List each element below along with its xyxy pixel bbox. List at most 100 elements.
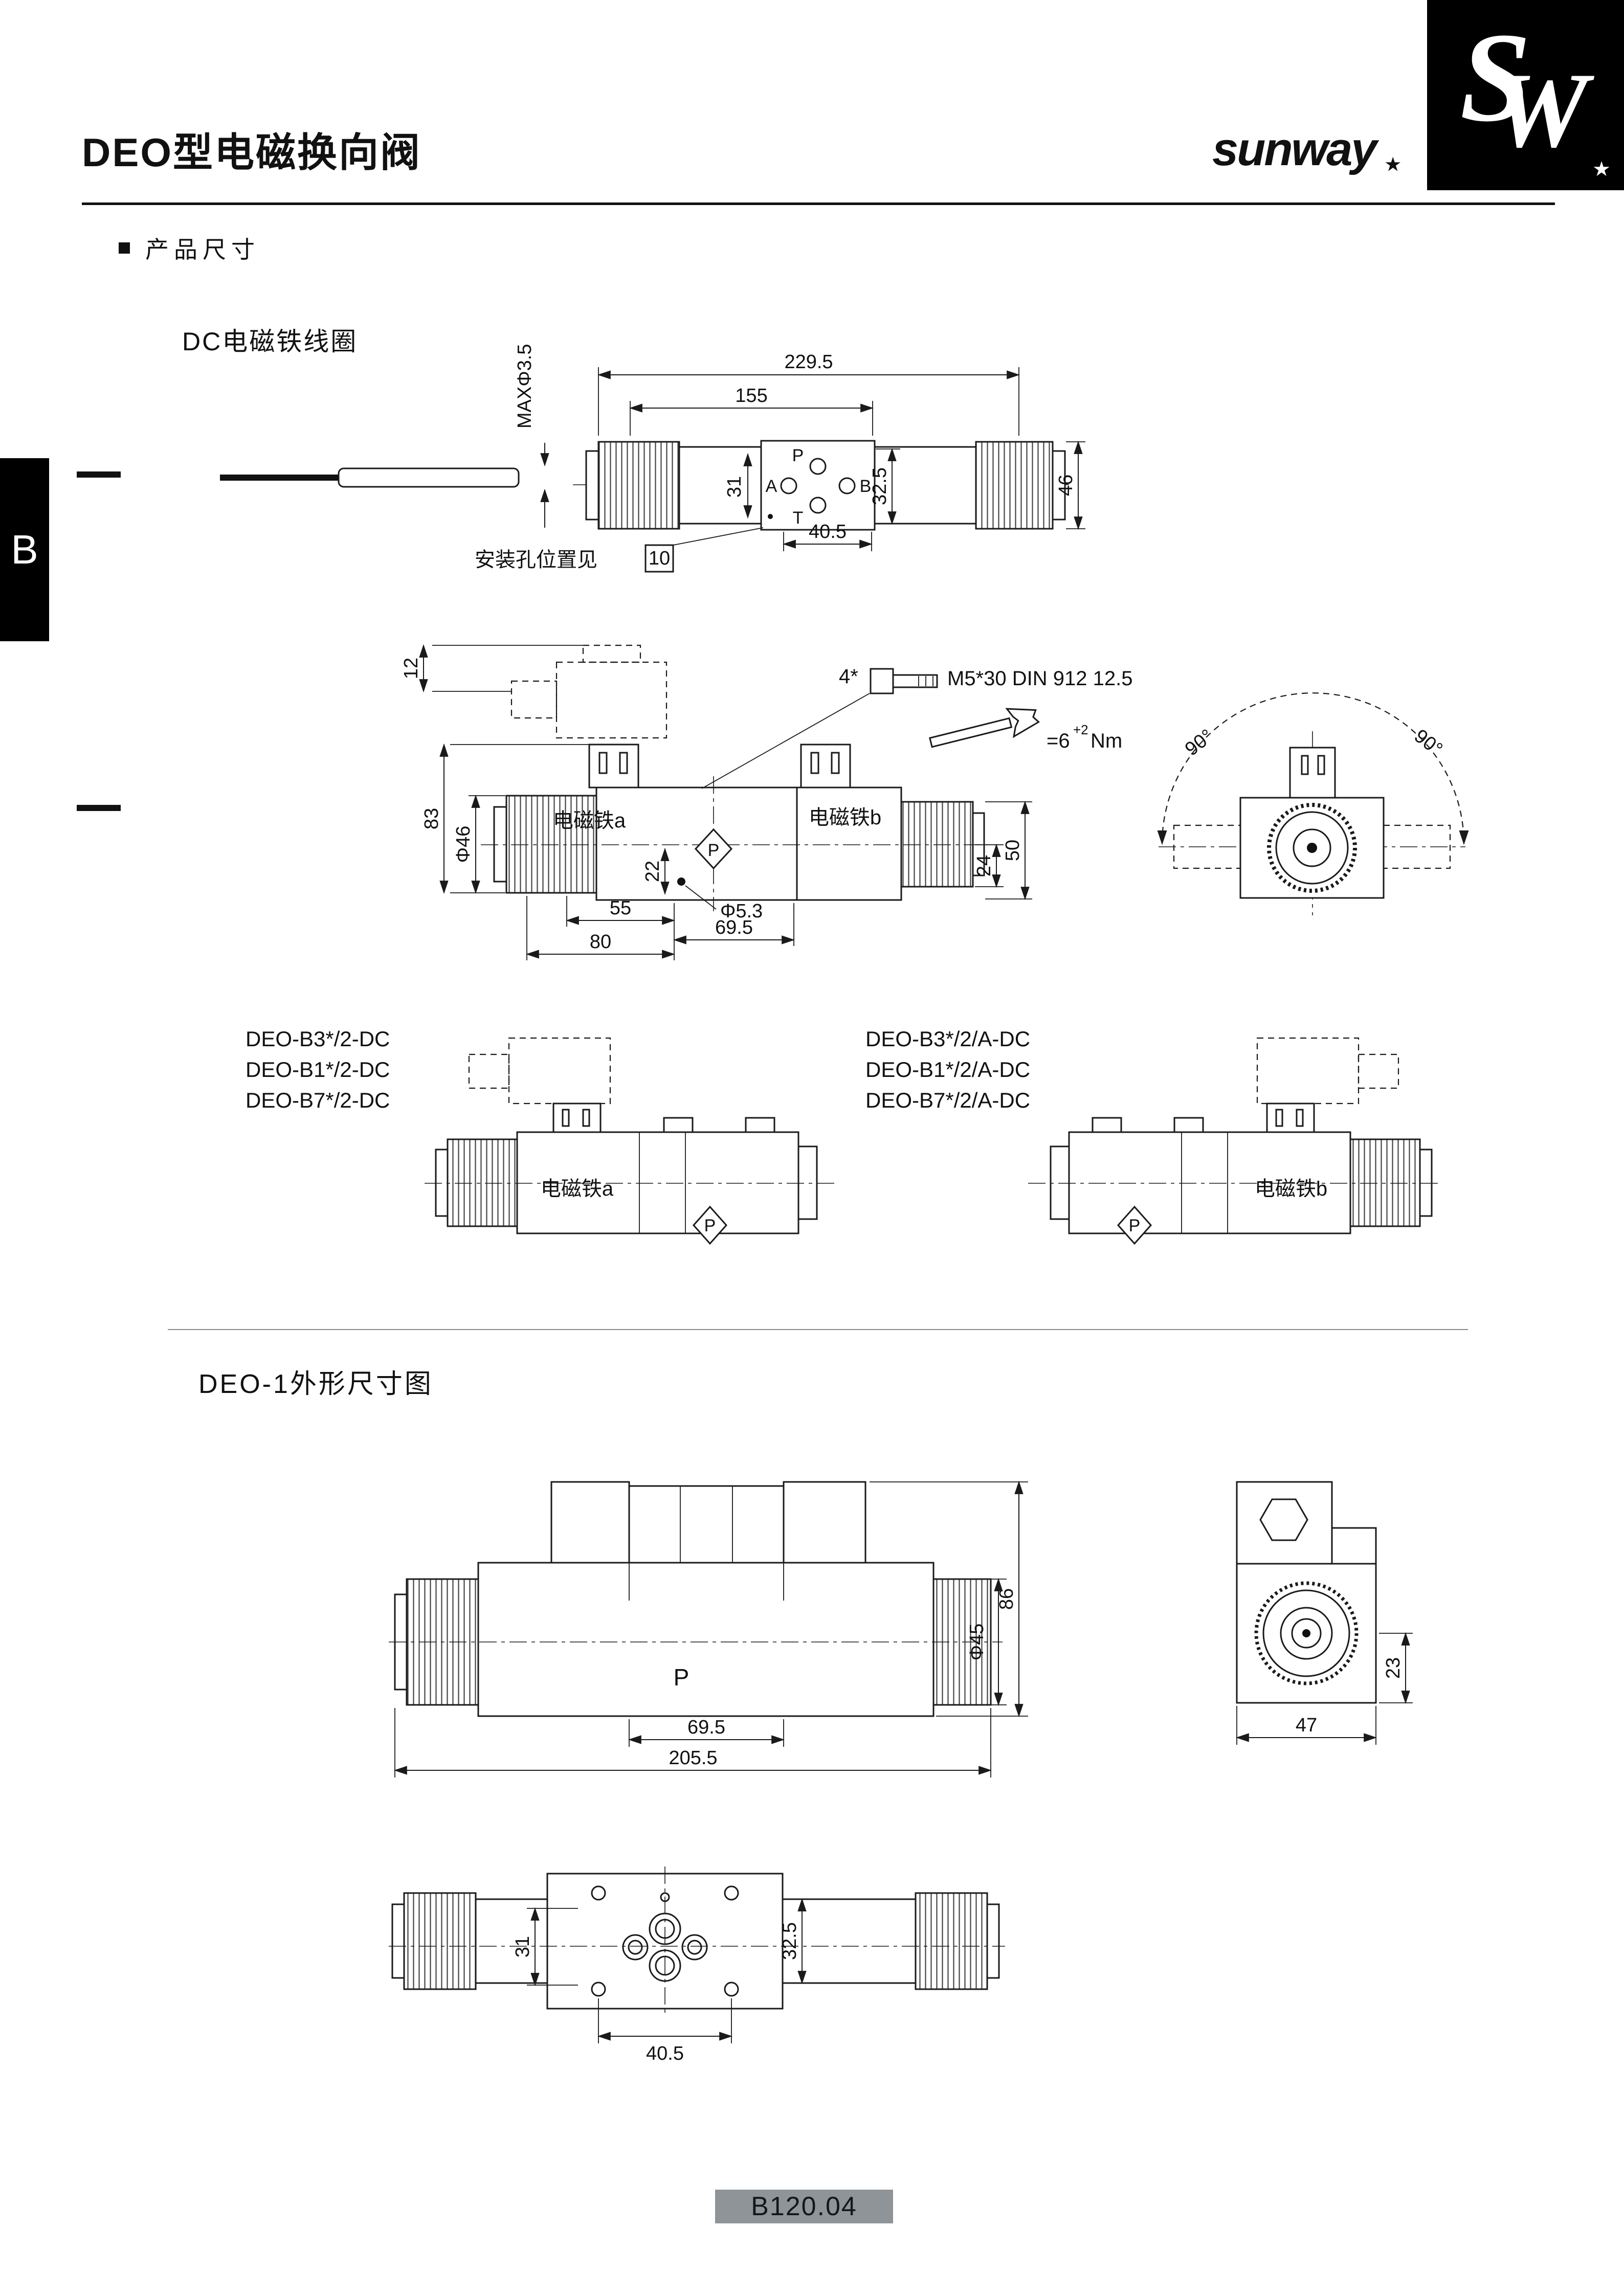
dim-69-5: 69.5 xyxy=(628,1717,785,1747)
dim-max-dia: MAXΦ3.5 xyxy=(514,344,549,528)
dim-46: 46 xyxy=(1055,440,1085,530)
valve-body xyxy=(516,1131,799,1234)
bolt-qty: 4* xyxy=(839,665,858,688)
dim-55: 55 xyxy=(565,896,676,960)
coil-nut-left xyxy=(585,450,599,521)
hex-bolt-icon xyxy=(1259,1498,1308,1541)
dim-label: MAXΦ3.5 xyxy=(514,344,536,429)
coil-a-label: 电磁铁a xyxy=(541,1178,614,1200)
model-name: DEO-B3*/2-DC xyxy=(246,1027,390,1051)
dim-80: 80 xyxy=(525,896,676,960)
dim-40-5: 40.5 xyxy=(782,521,873,551)
p-port-label: P xyxy=(708,841,720,860)
margin-mark xyxy=(77,471,121,478)
dim-205-5: 205.5 xyxy=(393,1708,992,1777)
angle-label-left: 90° xyxy=(1181,725,1217,760)
connector-rotated-right xyxy=(1383,824,1451,869)
dim-label: 31 xyxy=(512,1936,533,1957)
note-ref: 10 xyxy=(649,548,670,569)
dim-label: Φ46 xyxy=(453,826,474,863)
dim-label: 69.5 xyxy=(715,917,753,938)
dim-23: 23 xyxy=(1379,1632,1413,1704)
model-name: DEO-B3*/2/A-DC xyxy=(865,1027,1030,1051)
bolt-head-icon xyxy=(870,668,894,694)
dim-label: 24 xyxy=(973,855,995,876)
dim-label: Φ45 xyxy=(966,1624,988,1661)
bolt-shaft-icon xyxy=(892,674,938,688)
page-code: B120.04 xyxy=(751,2192,857,2221)
dim-label: 229.5 xyxy=(784,351,833,373)
dim-label: 155 xyxy=(735,385,767,407)
dim-label: 23 xyxy=(1383,1657,1404,1679)
dim-label: 12 xyxy=(401,658,422,679)
port-a-label: A xyxy=(766,477,777,496)
coil-terminal xyxy=(1266,1102,1315,1133)
torque-unit: Nm xyxy=(1091,730,1122,752)
mounting-hole-note: 安装孔位置见 10 xyxy=(475,527,764,573)
solenoid-coil-b xyxy=(1349,1138,1421,1227)
dim-label: 86 xyxy=(996,1588,1017,1610)
note-text: 安装孔位置见 xyxy=(475,549,597,571)
section-product-dimensions: 产品尺寸 xyxy=(119,231,260,265)
mount-hole xyxy=(677,877,685,886)
solenoid-coil-right xyxy=(975,441,1054,530)
torque-tolerance: +2 xyxy=(1073,722,1088,737)
dim-dia5-3: Φ5.3 xyxy=(685,885,763,922)
dim-label: 205.5 xyxy=(669,1747,717,1769)
dim-dia45: Φ45 xyxy=(966,1578,1007,1706)
port-b-label: B xyxy=(860,477,872,496)
logo-letter-w: W xyxy=(1493,51,1588,170)
dim-229-5: 229.5 xyxy=(597,351,1020,436)
port-p-label: P xyxy=(792,446,804,465)
variant-a-drawing: 电磁铁a P xyxy=(425,1037,839,1245)
torque-value: =6 xyxy=(1047,730,1070,752)
model-name: DEO-B7*/2-DC xyxy=(246,1088,390,1112)
diagram-front-view: 12 电磁铁a 电磁铁b P 83 xyxy=(401,644,1469,960)
dim-31: 31 xyxy=(724,453,752,519)
dim-24: 24 xyxy=(973,843,1004,888)
dim-label: 83 xyxy=(421,808,442,829)
dim-32-5: 32.5 xyxy=(779,1898,810,1985)
p-port-label: P xyxy=(674,1664,689,1691)
p-port-label: P xyxy=(1129,1216,1141,1235)
dim-label: 46 xyxy=(1055,475,1077,496)
solenoid-coil-left xyxy=(597,441,680,530)
brand-wordmark: sunway ★ xyxy=(1212,123,1401,176)
page-code-band: B120.04 xyxy=(715,2190,893,2223)
coil-terminal-b xyxy=(800,744,851,789)
solenoid-coil-a xyxy=(447,1138,518,1227)
valve-body xyxy=(477,1562,935,1717)
dim-47: 47 xyxy=(1235,1706,1377,1745)
solenoid-coil-a xyxy=(505,795,597,894)
dc-coil-label: DC电磁铁线圈 xyxy=(182,327,358,356)
dim-label: 22 xyxy=(642,861,663,882)
model-name: DEO-B7*/2/A-DC xyxy=(865,1088,1030,1112)
coil-b-label: 电磁铁b xyxy=(1255,1178,1327,1200)
coil-terminal-a xyxy=(588,744,639,789)
dim-83: 83 xyxy=(421,743,589,894)
brand-star-icon: ★ xyxy=(1385,155,1401,174)
deo1-outline-label: DEO-1外形尺寸图 xyxy=(198,1369,433,1399)
dim-label: 32.5 xyxy=(779,1922,800,1960)
bolt-callout: 4* M5*30 DIN 912 12.5 xyxy=(701,665,1132,789)
coil-terminal xyxy=(552,1102,602,1133)
dim-50: 50 xyxy=(985,800,1032,901)
model-name: DEO-B1*/2/A-DC xyxy=(865,1057,1030,1082)
dim-31: 31 xyxy=(512,1907,578,1987)
margin-mark xyxy=(77,805,121,811)
section-bullet-icon xyxy=(119,242,130,254)
p-port-diamond xyxy=(1117,1205,1152,1245)
logo-letter-s: S xyxy=(1460,7,1531,148)
cable-lead xyxy=(220,475,339,481)
header-rule xyxy=(82,202,1555,205)
valve-body xyxy=(595,786,798,901)
p-port-diamond xyxy=(692,1205,728,1245)
dim-label: Φ5.3 xyxy=(720,901,763,922)
dim-22: 22 xyxy=(642,847,670,895)
section-label: 产品尺寸 xyxy=(145,236,260,263)
model-name: DEO-B1*/2-DC xyxy=(246,1057,390,1082)
dim-label: 50 xyxy=(1002,840,1024,861)
diagram-dc-side-view: MAXΦ3.5 P A B T 229.5 xyxy=(220,344,1085,573)
variant-b-drawing: 电磁铁b P xyxy=(1028,1037,1442,1245)
